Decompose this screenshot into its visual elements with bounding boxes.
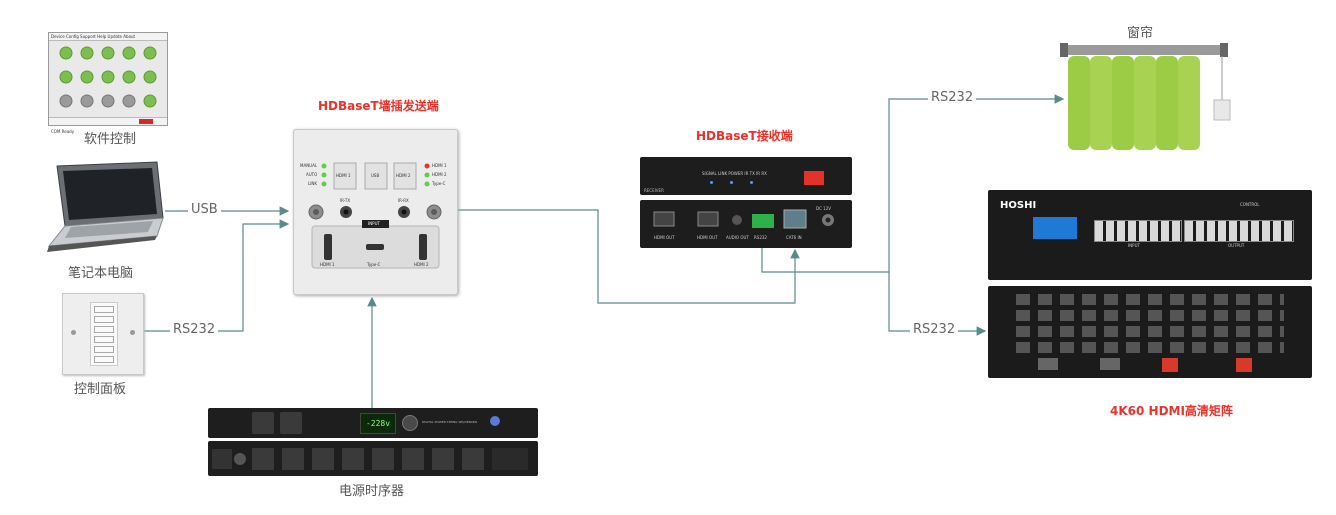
software-button-grid [59,46,157,108]
matrix-serial-port-1 [1038,358,1058,370]
label-power-sequencer: 电源时序器 [339,484,405,499]
power-sequencer-image: -228v DIGITAL POWER TIMING SEQUENCER [208,408,538,476]
label-software-control: 软件控制 [84,132,137,147]
matrix-output-keys[interactable] [1184,220,1294,242]
matrix-power-switch-2[interactable] [1236,358,1252,372]
matrix-rear-row-2 [1016,310,1284,321]
matrix-title: 4K60 HDMI高清矩阵 [1110,404,1233,418]
software-status-red [139,119,153,124]
matrix-input-label: INPUT [1128,243,1140,248]
label-rs232-matrix: RS232 [910,322,959,337]
tx-port-typec: Type-C [367,262,381,267]
gray-buttons [59,94,157,108]
matrix-output-label: OUTPUT [1228,243,1245,248]
sequencer-rear-outlets [212,448,528,470]
tx-status-link: LINK [308,181,318,186]
tx-led-typec: Type-C [432,181,446,186]
laptop-image [47,161,164,252]
sequencer-outlet-a [252,412,274,434]
receiver-led-2 [730,181,733,184]
label-usb: USB [188,202,221,217]
receiver-rear-ports [653,209,834,229]
hdbaset-line [457,209,800,304]
label-curtain: 窗帘 [1127,26,1154,41]
matrix-rear-unit [988,286,1312,378]
receiver-hdmi-out-1: HDMI OUT [654,235,675,240]
curtain-folds [1068,56,1200,150]
label-laptop: 笔记本电脑 [68,266,134,281]
tx-status-manual: MANUAL [300,163,318,168]
sequencer-display: -228v [360,413,396,434]
matrix-rear-row-3 [1016,326,1284,337]
software-status-text: COM Ready [51,129,75,134]
tx-ir-tx-label: IR-TX [340,198,351,203]
tx-led-hdmi1: HDMI 1 [432,163,447,168]
curtain-image [1060,43,1231,150]
receiver-dc-label: DC 12V [816,206,831,211]
sequencer-voltage: -228v [365,419,391,428]
panel-screw-right [130,330,135,335]
receiver-rear-unit: HDMI OUT HDMI OUT AUDIO OUT RS232 CAT6 I… [640,200,852,248]
tx-ir-rx-label: IR-RX [398,198,409,203]
tx-led-hdmi2: HDMI 2 [432,172,447,177]
matrix-input-keys[interactable] [1094,220,1182,242]
panel-screw-left [71,330,76,335]
label-rs232-panel: RS232 [170,322,219,337]
receiver-hdmi-out-2: HDMI OUT [697,235,718,240]
tx-button-usb[interactable]: USB [371,173,380,178]
receiver-title: HDBaseT接收端 [696,129,793,143]
software-control-window: Device Config Support Help Update About … [48,32,168,134]
green-buttons [59,46,157,84]
matrix-rear-row-4 [1016,342,1284,353]
sequencer-top-unit: -228v DIGITAL POWER TIMING SEQUENCER [208,408,538,438]
matrix-rear-row-1 [1016,294,1284,305]
control-panel-image [62,293,144,375]
tx-input-tag: INPUT [368,221,380,226]
sequencer-knob[interactable] [402,415,418,431]
receiver-led-1 [710,181,713,184]
receiver-top-unit: SIGNAL LINK POWER IR TX IR RX RECEIVER [640,157,852,195]
transmitter-title: HDBaseT墙插发送端 [318,99,439,113]
receiver-dip-switch[interactable] [804,171,824,185]
software-menu-bar: Device Config Support Help Update About [49,33,167,41]
label-control-panel: 控制面板 [74,382,127,397]
sequencer-model-text: DIGITAL POWER TIMING SEQUENCER [422,420,478,424]
receiver-led-3 [750,181,753,184]
matrix-lcd [1033,217,1077,239]
transmitter-wallplate: MANUAL AUTO LINK HDMI 1 USB HDMI 2 HDMI … [293,129,458,295]
matrix-control-label: CONTROL [1240,202,1260,207]
matrix-brand: HOSHI [1000,200,1037,211]
tx-button-hdmi1[interactable]: HDMI 1 [336,173,351,178]
receiver-rs232-port: RS232 [754,235,767,240]
receiver-front-tag: RECEIVER [644,188,664,193]
receiver-audio-out: AUDIO OUT [726,235,749,240]
sequencer-power-icon[interactable] [490,416,500,426]
sequencer-outlet-b [280,412,302,434]
tx-port-hdmi1: HDMI 1 [320,262,335,267]
matrix-serial-port-2 [1100,358,1120,370]
transmitter-face [308,162,442,269]
receiver-top-labels: SIGNAL LINK POWER IR TX IR RX [702,171,767,176]
matrix-front-unit: HOSHI INPUT OUTPUT CONTROL [988,190,1312,280]
tx-port-hdmi2: HDMI 2 [414,262,429,267]
software-status-bar: COM Ready [49,117,167,134]
receiver-cat6-in: CAT6 IN [786,235,802,240]
label-rs232-curtain: RS232 [928,90,977,105]
tx-button-hdmi2[interactable]: HDMI 2 [396,173,411,178]
matrix-power-switch-1[interactable] [1162,358,1178,372]
panel-key-column [90,302,118,366]
tx-status-auto: AUTO [306,172,318,177]
sequencer-rear-unit [208,441,538,476]
